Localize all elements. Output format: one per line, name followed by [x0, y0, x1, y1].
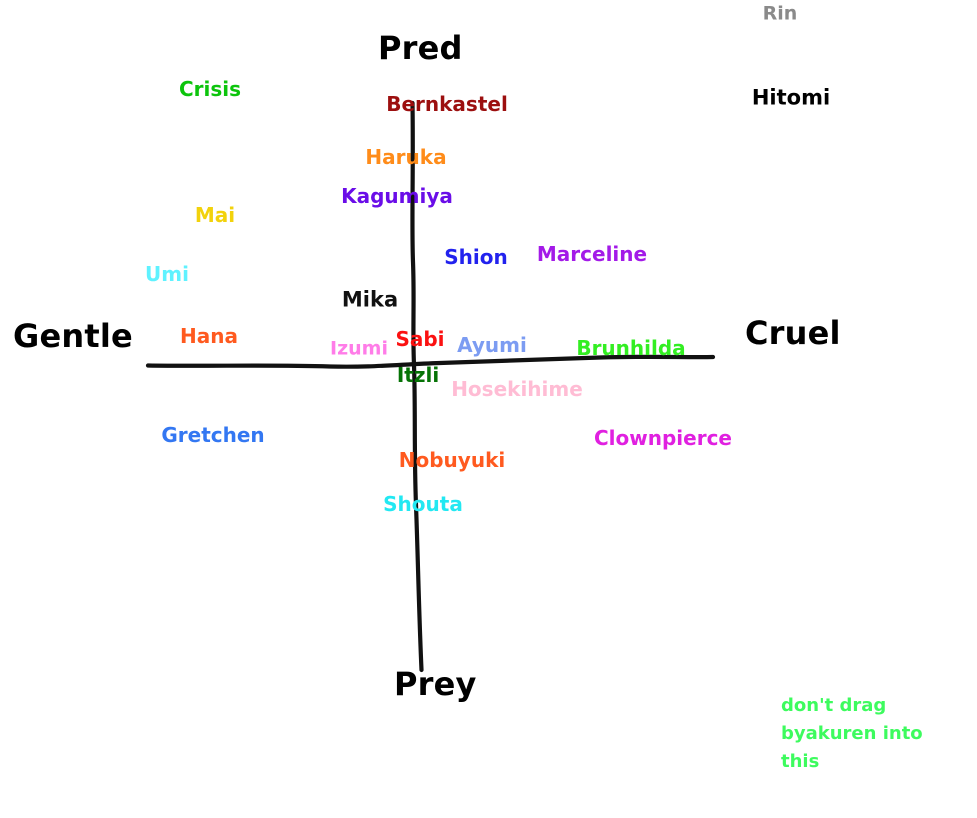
- name-label-ayumi[interactable]: Ayumi: [457, 333, 527, 357]
- pole-label-cruel: Cruel: [745, 314, 841, 352]
- name-label-rin[interactable]: Rin: [762, 2, 798, 25]
- name-label-shion[interactable]: Shion: [444, 245, 508, 269]
- pole-label-pred: Pred: [378, 29, 463, 67]
- name-label-umi[interactable]: Umi: [145, 262, 189, 286]
- name-label-hana[interactable]: Hana: [180, 324, 238, 348]
- name-label-itzli[interactable]: Itzli: [396, 363, 440, 387]
- name-label-brunhilda[interactable]: Brunhilda: [576, 336, 686, 360]
- name-label-mai[interactable]: Mai: [194, 203, 236, 227]
- name-label-mika[interactable]: Mika: [341, 287, 399, 312]
- name-label-marceline[interactable]: Marceline: [536, 242, 648, 266]
- name-label-crisis[interactable]: Crisis: [178, 77, 242, 101]
- name-label-hitomi[interactable]: Hitomi: [751, 85, 831, 110]
- name-label-izumi[interactable]: Izumi: [330, 337, 388, 360]
- name-label-bernkastel[interactable]: Bernkastel: [386, 92, 508, 116]
- name-label-nobuyuki[interactable]: Nobuyuki: [398, 448, 506, 472]
- byakuren-note: don't drag byakuren into this: [781, 695, 923, 772]
- name-label-shouta[interactable]: Shouta: [383, 492, 463, 516]
- pole-label-prey: Prey: [394, 665, 477, 703]
- name-label-hosekihime[interactable]: Hosekihime: [451, 377, 583, 401]
- name-label-haruka[interactable]: Haruka: [365, 145, 447, 169]
- pole-label-gentle: Gentle: [13, 317, 133, 355]
- name-label-clownpierce[interactable]: Clownpierce: [593, 426, 733, 450]
- name-label-sabi[interactable]: Sabi: [395, 327, 445, 351]
- name-label-kagumiya[interactable]: Kagumiya: [341, 184, 453, 208]
- name-label-gretchen[interactable]: Gretchen: [161, 423, 265, 447]
